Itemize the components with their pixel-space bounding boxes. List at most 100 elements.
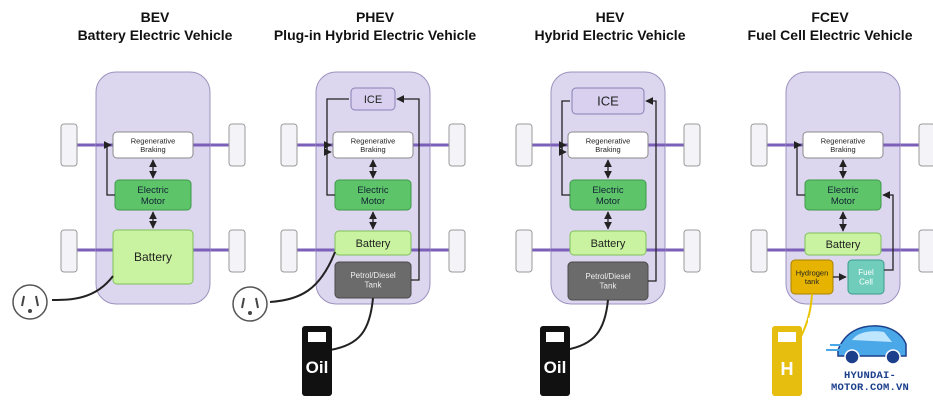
panel-fcev-motor-label-line: Motor <box>831 196 855 207</box>
panel-bev-regen-label-line: Regenerative <box>131 136 176 145</box>
panel-fcev-hydrogen-label-line: tank <box>805 277 819 286</box>
panel-phev-charge-cable <box>269 251 336 303</box>
car-logo-icon <box>808 318 932 416</box>
panel-hev-motor-label-line: Electric <box>592 185 623 196</box>
panel-fcev-wheel <box>750 229 768 273</box>
panel-hev-tank-label-line: Tank <box>600 281 618 290</box>
power-plug-icon <box>12 284 48 320</box>
fuel-pump-icon: Oil <box>302 326 332 396</box>
pump-window <box>546 332 564 342</box>
panel-hev-ice-label-line: ICE <box>597 94 619 109</box>
panel-phev-wheel <box>448 123 466 167</box>
panel-bev-regen-box <box>112 131 194 159</box>
panel-bev-motor-label-line: Electric <box>137 185 168 196</box>
panel-fcev-fuelcell-label-line: Fuel <box>858 268 874 277</box>
panel-phev-ice-regen-link <box>323 98 349 156</box>
plug-pin <box>21 295 25 307</box>
panel-bev-battery-label: Battery <box>134 250 172 264</box>
car-wheel <box>885 349 901 365</box>
panel-hev-ice-label: ICE <box>597 94 619 109</box>
panel-phev-tank-label-line: Tank <box>365 280 383 289</box>
panel-phev-ice-label: ICE <box>364 94 382 106</box>
panel-hev-battery-label-line: Battery <box>591 238 626 250</box>
pump-label: H <box>781 359 794 379</box>
panel-hev-regen-box <box>567 131 649 159</box>
title-bev: BEV Battery Electric Vehicle <box>55 8 255 44</box>
plug-ground <box>28 309 32 313</box>
title-hev: HEV Hybrid Electric Vehicle <box>500 8 720 44</box>
panel-phev-wheel <box>280 229 298 273</box>
panel-hev-wheel <box>683 229 701 273</box>
hydrogen-pump-icon: H <box>772 326 802 396</box>
title-phev: PHEV Plug-in Hybrid Electric Vehicle <box>250 8 500 44</box>
panel-hev-regen-label-line: Braking <box>595 145 620 154</box>
title-fcev-abbr: FCEV <box>811 9 849 25</box>
panel-hev-wheel <box>683 123 701 167</box>
panel-hev-wheel <box>515 123 533 167</box>
panel-hev-regen-label-line: Regenerative <box>586 136 631 145</box>
panel-phev-regen-label-line: Regenerative <box>351 136 396 145</box>
plug-pin <box>35 295 39 307</box>
plug-ground <box>248 311 252 315</box>
panel-bev-wheel <box>228 229 246 273</box>
title-bev-abbr: BEV <box>140 9 170 25</box>
panel-hev-tank-label-line: Petrol/Diesel <box>585 272 631 281</box>
speed-lines <box>826 344 846 351</box>
panel-fcev-hydrogen-label-line: Hydrogen <box>796 268 829 277</box>
panel-fcev-battery-label-line: Battery <box>826 239 861 251</box>
panel-bev-wheel <box>60 123 78 167</box>
panel-phev-regen-label-line: Braking <box>360 145 385 154</box>
panel-hev-wheel <box>515 229 533 273</box>
title-phev-name: Plug-in Hybrid Electric Vehicle <box>273 27 477 43</box>
title-hev-abbr: HEV <box>595 9 625 25</box>
panel-fcev-regen-label-line: Regenerative <box>821 136 866 145</box>
plug-pin <box>241 297 245 309</box>
plug-outline <box>12 284 48 320</box>
panel-fcev-fuelcell-label-line: Cell <box>859 277 873 286</box>
panel-phev-battery-box <box>334 230 412 256</box>
pump-window <box>778 332 796 342</box>
power-plug-icon <box>232 286 268 322</box>
panel-hev-battery-label: Battery <box>591 238 626 250</box>
car-wheel <box>844 349 860 365</box>
panel-fcev-fuelcell-motor-link <box>882 191 894 271</box>
pump-body <box>540 326 570 396</box>
panel-phev-fuel-hose <box>329 297 374 351</box>
pump-label: Oil <box>544 358 567 377</box>
panel-phev-ice-label-line: ICE <box>364 94 382 106</box>
panel-phev-regen-box <box>332 131 414 159</box>
panel-bev-battery-label-line: Battery <box>134 250 172 264</box>
panel-phev-ice-box <box>350 87 396 111</box>
panel-hev-motor-regen-loop <box>558 141 570 196</box>
fuel-pump-icon: Oil <box>540 326 570 396</box>
panel-fcev-regen-label-line: Braking <box>830 145 855 154</box>
panel-fcev-regen-box <box>802 131 884 159</box>
panel-phev-tank-ice-link <box>396 95 420 281</box>
panel-hev-fuel-hose <box>564 299 609 351</box>
panel-phev-tank-label-line: Petrol/Diesel <box>350 271 396 280</box>
plug-outline <box>232 286 268 322</box>
panel-fcev-wheel <box>750 123 768 167</box>
panel-fcev-motor-regen-loop <box>793 141 805 196</box>
panel-phev-wheel <box>280 123 298 167</box>
panel-bev-motor-label-line: Motor <box>141 196 165 207</box>
title-phev-abbr: PHEV <box>355 9 395 25</box>
panel-phev-battery-label: Battery <box>356 238 391 250</box>
title-bev-name: Battery Electric Vehicle <box>77 27 233 43</box>
panel-hev-tank-ice-link <box>645 97 657 282</box>
panel-hev-battery-box <box>569 230 647 256</box>
panel-fcev-fuelcell-box <box>847 259 885 295</box>
panel-phev-motor-label-line: Motor <box>361 196 385 207</box>
panel-hev-motor-label-line: Motor <box>596 196 620 207</box>
panel-fcev-battery-label: Battery <box>826 239 861 251</box>
